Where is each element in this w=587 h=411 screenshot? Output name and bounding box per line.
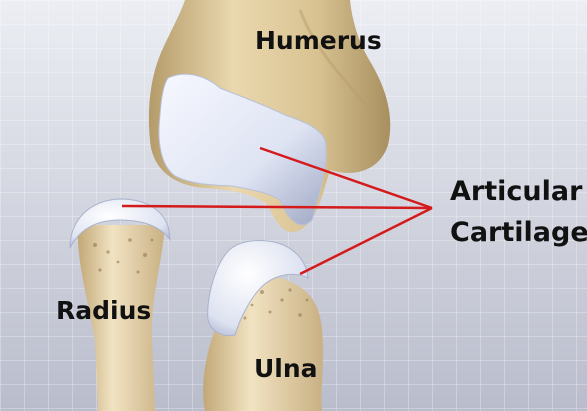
pointer-to-humerus [259,146,433,210]
ulna-cartilage [207,240,309,337]
cartilage-pointer-lines [121,146,433,276]
ulna-label: Ulna [254,354,318,383]
radius-label: Radius [56,296,152,325]
articular-label-line1: Articular [450,176,583,207]
humerus-cartilage [158,73,327,226]
articular-label-line2: Cartilage [450,217,587,248]
pointer-to-ulna [299,206,433,276]
radius-cartilage [69,198,171,249]
humerus-label: Humerus [255,26,382,55]
pointer-to-radius [121,204,433,210]
radius-bone [77,225,165,411]
